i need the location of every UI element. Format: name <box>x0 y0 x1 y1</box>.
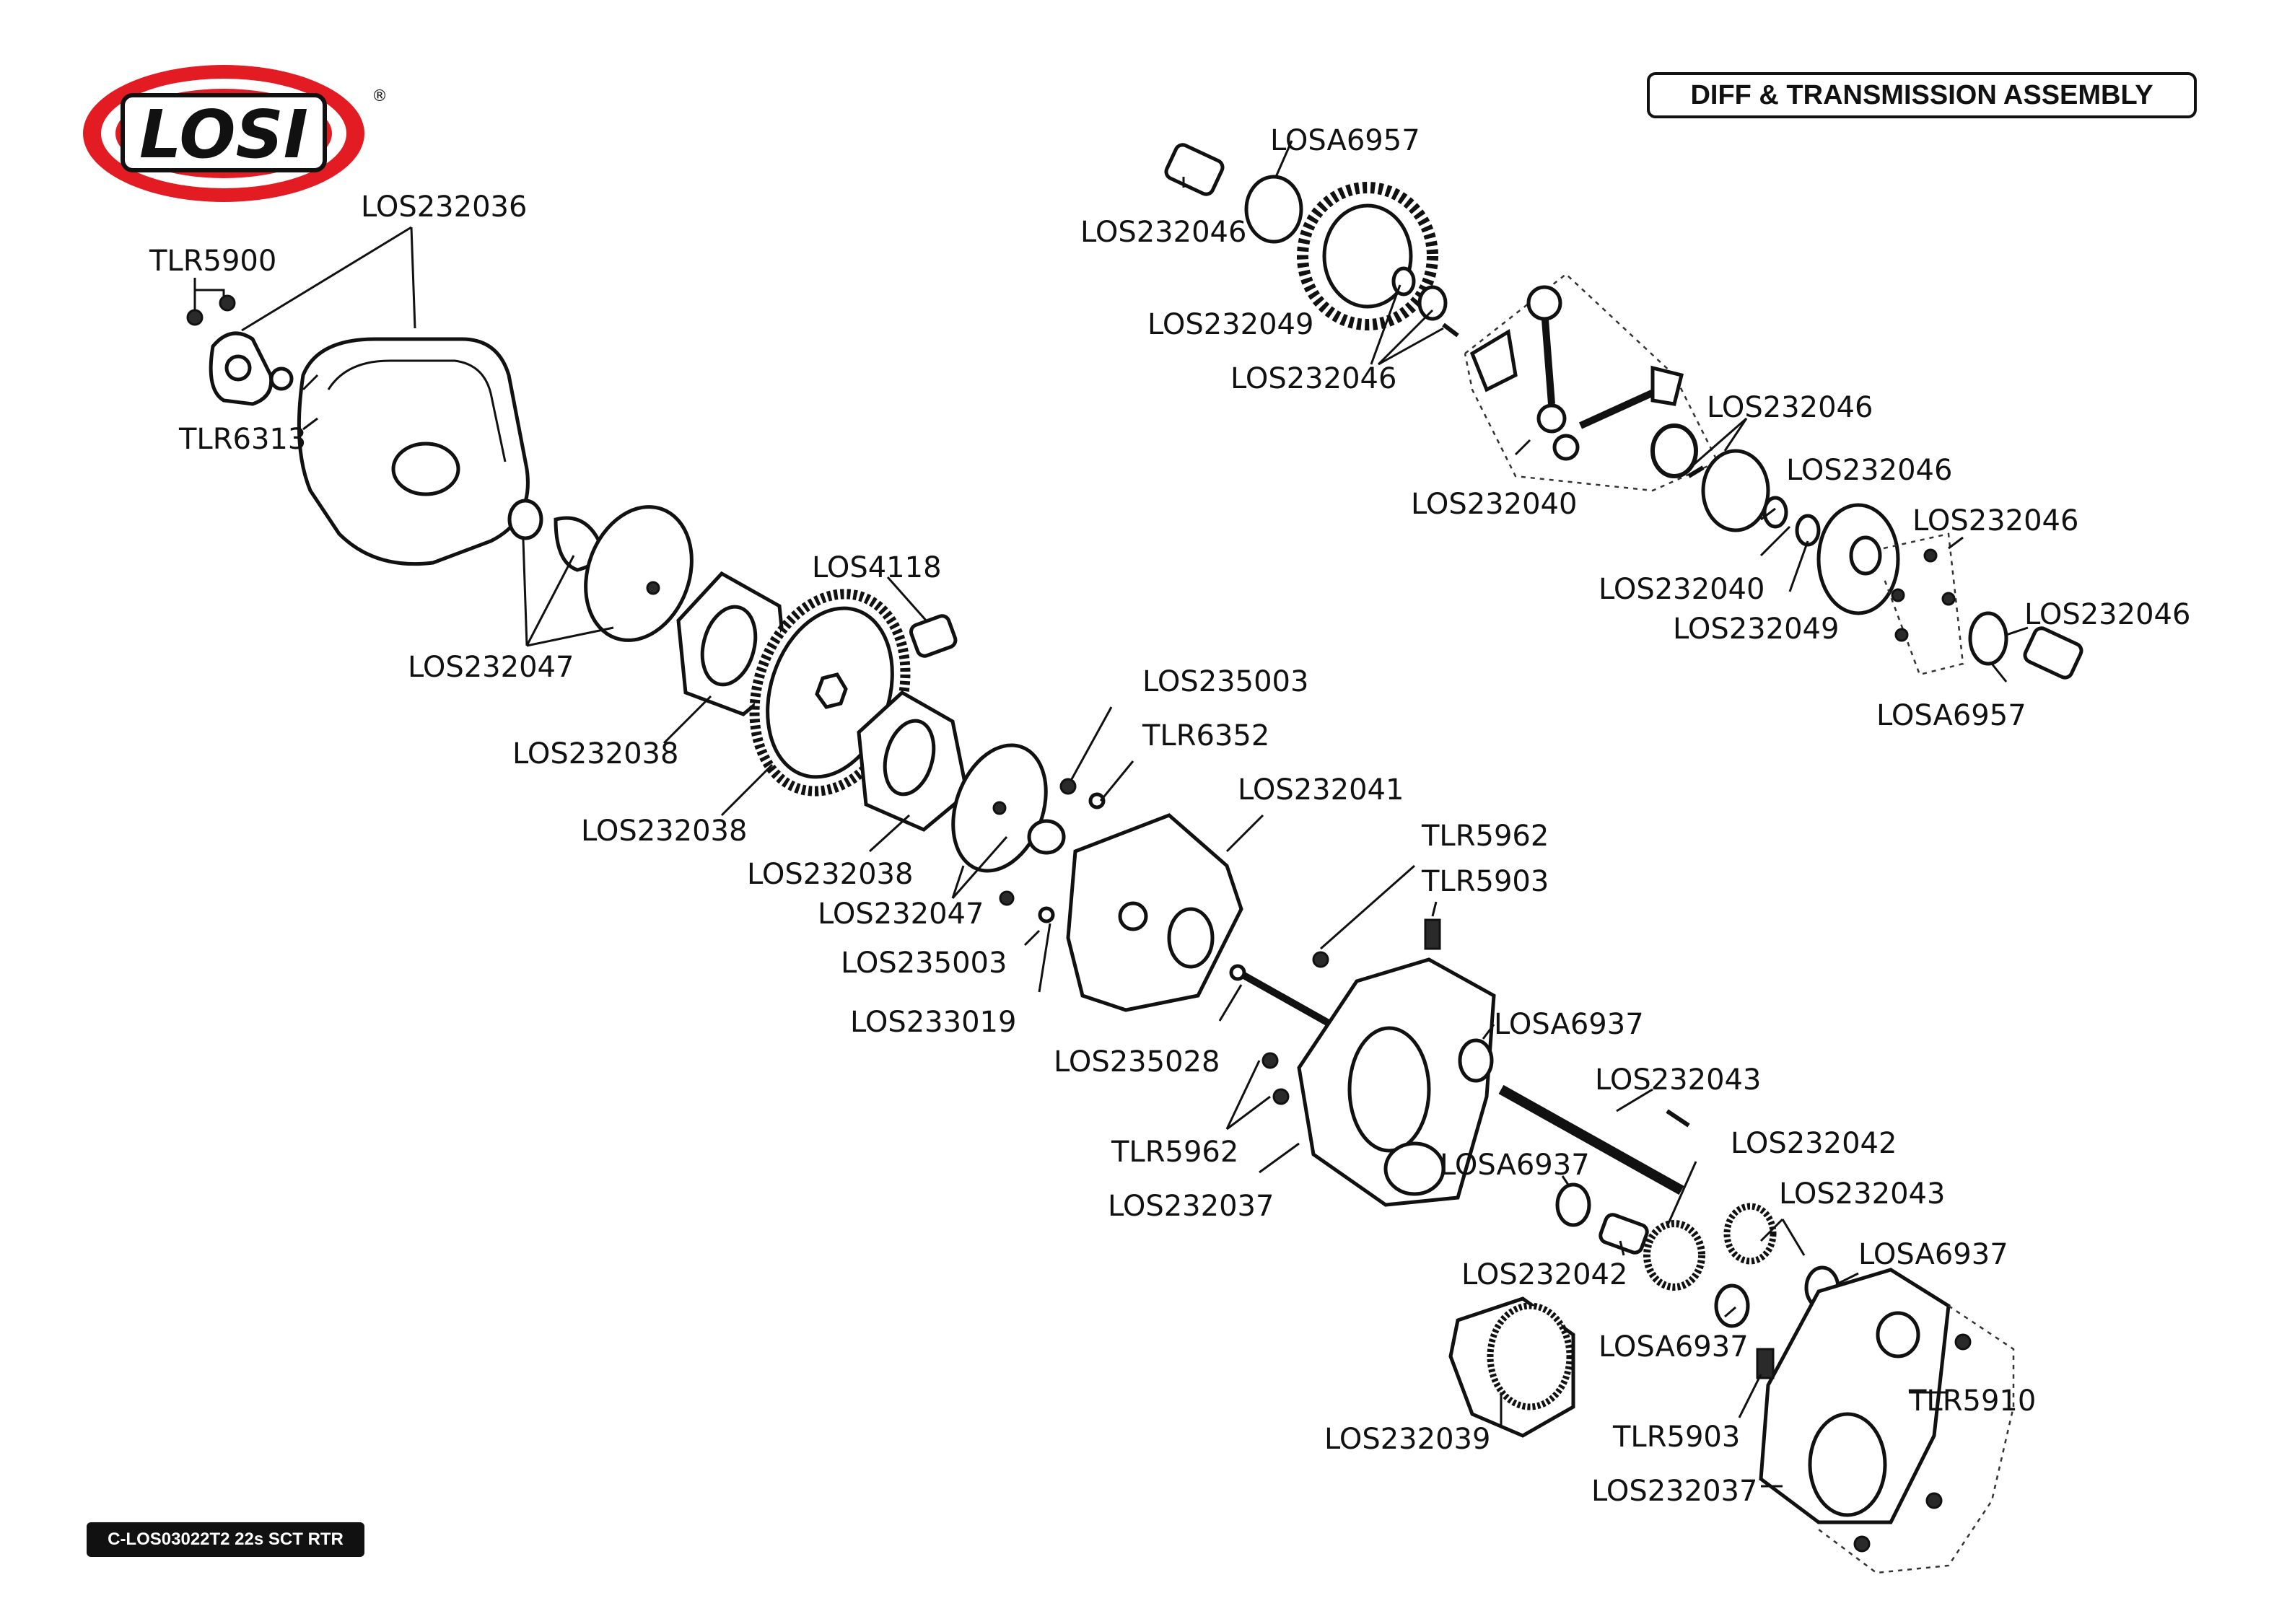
registered-mark: ® <box>372 87 388 105</box>
differential-parts <box>1164 143 2083 680</box>
leader-lines <box>193 140 2029 1488</box>
label-los232037-b: LOS232037 <box>1591 1475 1757 1508</box>
label-los232038-c: LOS232038 <box>747 858 913 891</box>
label-tlr6313: TLR6313 <box>178 423 306 456</box>
label-los235028: LOS235028 <box>1054 1045 1220 1079</box>
page-title-text: DIFF & TRANSMISSION ASSEMBLY <box>1690 79 2153 110</box>
label-los232041: LOS232041 <box>1238 773 1404 807</box>
label-tlr5903-b: TLR5903 <box>1612 1421 1740 1454</box>
slipper-assembly-parts <box>186 294 1359 1043</box>
label-los232038-b: LOS232038 <box>581 815 747 848</box>
losi-logo: LOSI ® <box>83 65 388 202</box>
label-losa6937-a: LOSA6937 <box>1494 1008 1644 1041</box>
label-los232042-a: LOS232042 <box>1731 1127 1897 1160</box>
label-los232039: LOS232039 <box>1324 1423 1490 1456</box>
label-los232036: LOS232036 <box>361 190 527 224</box>
model-code-badge: C-LOS03022T2 22s SCT RTR <box>87 1522 364 1557</box>
label-los232043-b: LOS232043 <box>1779 1177 1945 1211</box>
label-los235003-b: LOS235003 <box>1142 665 1308 698</box>
logo-text: LOSI <box>139 96 308 173</box>
label-los4118: LOS4118 <box>812 551 942 584</box>
label-tlr5903-a: TLR5903 <box>1421 865 1549 898</box>
label-los232046-e: LOS232046 <box>1912 504 2078 537</box>
label-los233019: LOS233019 <box>850 1006 1016 1039</box>
label-los232046-a: LOS232046 <box>1080 216 1246 249</box>
label-tlr5910: TLR5910 <box>1908 1384 2036 1418</box>
label-los232043-a: LOS232043 <box>1595 1063 1761 1097</box>
transmission-case-parts <box>1261 918 2015 1574</box>
page-title: DIFF & TRANSMISSION ASSEMBLY <box>1647 72 2197 118</box>
label-los232042-b: LOS232042 <box>1461 1258 1627 1291</box>
label-losa6937-c: LOSA6937 <box>1858 1238 2008 1271</box>
label-los232046-d: LOS232046 <box>1786 454 1952 487</box>
label-tlr5962-a: TLR5962 <box>1421 820 1549 853</box>
label-los235003-a: LOS235003 <box>841 947 1007 980</box>
label-los232046-c: LOS232046 <box>1707 391 1873 424</box>
label-los232049-b: LOS232049 <box>1673 613 1839 646</box>
part-labels: LOS232036 TLR5900 TLR6313 LOS232047 LOS2… <box>149 124 2190 1508</box>
label-losa6957-a: LOSA6957 <box>1270 124 1420 157</box>
model-code-text: C-LOS03022T2 22s SCT RTR <box>108 1529 344 1549</box>
label-losa6937-d: LOSA6937 <box>1599 1330 1749 1364</box>
label-los232038-a: LOS232038 <box>512 737 678 771</box>
label-losa6957-b: LOSA6957 <box>1876 699 2026 732</box>
label-los232040-b: LOS232040 <box>1599 573 1764 606</box>
label-tlr6352: TLR6352 <box>1142 719 1269 752</box>
label-los232046-b: LOS232046 <box>1230 362 1396 395</box>
label-los232047-a: LOS232047 <box>408 651 574 684</box>
label-los232047-b: LOS232047 <box>818 897 984 931</box>
label-losa6937-b: LOSA6937 <box>1440 1149 1590 1182</box>
label-tlr5962-b: TLR5962 <box>1111 1136 1238 1169</box>
label-los232040-a: LOS232040 <box>1411 488 1577 521</box>
label-los232046-f: LOS232046 <box>2024 598 2190 631</box>
label-los232037-a: LOS232037 <box>1108 1190 1274 1223</box>
label-tlr5900: TLR5900 <box>149 245 276 278</box>
label-los232049-a: LOS232049 <box>1147 308 1313 341</box>
